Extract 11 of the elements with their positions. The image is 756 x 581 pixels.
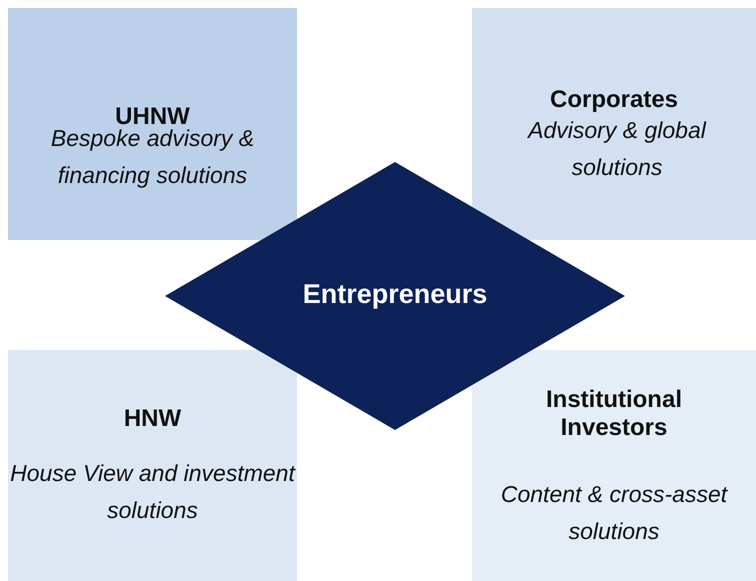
segment-title: Institutional Investors (545, 386, 683, 442)
segment-title: Corporates (548, 86, 680, 114)
segment-description: House View and investment solutions (9, 459, 297, 525)
segment-description: Advisory & global solutions (526, 116, 708, 182)
segment-panel (472, 350, 756, 581)
segment-panel (472, 8, 756, 240)
segment-title: Entrepreneurs (302, 279, 488, 310)
segment-panel (8, 8, 297, 240)
segment-title: HNW (122, 405, 182, 433)
segment-panel (8, 350, 297, 581)
segment-description: Content & cross-asset solutions (500, 480, 729, 546)
